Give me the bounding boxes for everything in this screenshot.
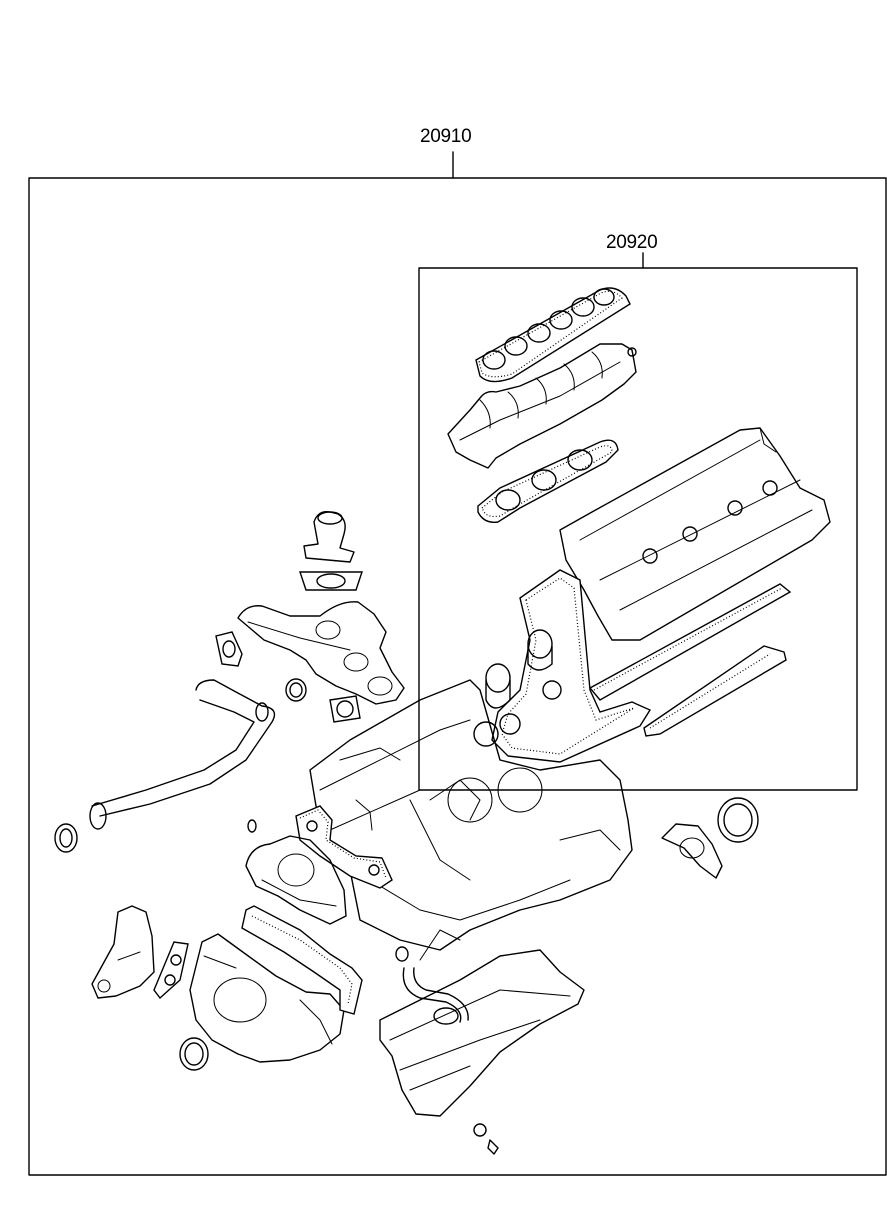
water-pipe: [89, 679, 276, 830]
oil-pan: [379, 929, 585, 1117]
o-ring-small: [285, 678, 307, 702]
water-pump: [245, 835, 347, 925]
o-ring-pump: [247, 819, 257, 833]
valve-cover-gasket-right: [588, 583, 792, 701]
timing-cover-upper: [91, 905, 155, 999]
exhaust-flange-gasket: [215, 631, 243, 667]
drain-plug: [473, 1123, 499, 1155]
exhaust-manifold: [237, 601, 405, 705]
callout-20920: 20920: [606, 232, 658, 253]
pipe-o-ring: [54, 823, 78, 853]
valve-cover-gasket-left: [643, 645, 787, 737]
engine-block: [309, 679, 633, 951]
oil-pickup: [402, 967, 469, 1025]
oil-pickup-o-ring: [395, 946, 409, 962]
thermostat-housing: [303, 511, 355, 563]
outer-kit-frame: [28, 151, 887, 1176]
timing-cover-lower: [189, 933, 345, 1063]
thermostat-gasket: [299, 571, 363, 591]
cam-seals: [473, 629, 553, 747]
rear-seal-retainer: [661, 823, 723, 879]
head-gasket: [491, 569, 652, 763]
cylinder-head-cover: [559, 427, 831, 641]
crank-front-seal: [179, 1037, 209, 1071]
callout-20910: 20910: [420, 126, 472, 147]
intake-gasket-upper: [475, 287, 631, 383]
timing-cover-gasket-small: [153, 941, 189, 1000]
intake-gasket-lower: [477, 439, 619, 523]
manifold-port-gasket: [329, 695, 361, 723]
water-pump-gasket: [295, 805, 393, 889]
inner-kit-frame: [418, 252, 858, 791]
rear-crank-seal: [717, 797, 759, 843]
timing-cover-gasket: [241, 905, 363, 1015]
intake-plenum: [447, 343, 637, 469]
